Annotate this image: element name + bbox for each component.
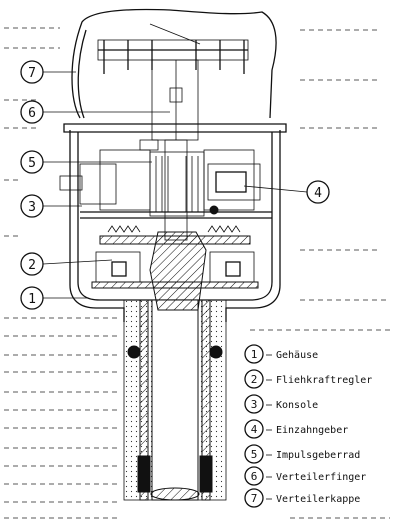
legend-label: Einzahngeber bbox=[276, 425, 348, 436]
callout-number: 1 bbox=[28, 292, 36, 307]
legend-label: Impulsgeberrad bbox=[276, 450, 360, 461]
legend-label: Konsole bbox=[276, 400, 318, 411]
callout-2: 2 bbox=[20, 252, 113, 276]
single-tooth-sensor bbox=[207, 163, 261, 215]
distributor-finger bbox=[151, 59, 199, 141]
legend-label: Gehäuse bbox=[276, 350, 318, 361]
legend-label: Fliehkraftregler bbox=[276, 375, 372, 386]
legend-item: 3 Konsole bbox=[244, 394, 318, 414]
distributor-cap bbox=[71, 8, 277, 119]
legend-label: Verteilerkappe bbox=[276, 494, 360, 505]
callout-3: 3 bbox=[20, 194, 82, 218]
callout-5: 5 bbox=[20, 150, 152, 174]
callout-number: 7 bbox=[28, 66, 36, 81]
legend-number: 1 bbox=[251, 348, 258, 361]
callout-number: 6 bbox=[28, 106, 36, 121]
legend: 1 Gehäuse 2 Fliehkraftregler 3 Konsole 4… bbox=[244, 344, 372, 508]
pulse-generator-wheel bbox=[99, 139, 255, 217]
legend-number: 7 bbox=[251, 492, 258, 505]
housing bbox=[63, 123, 287, 501]
legend-number: 2 bbox=[251, 373, 258, 386]
callout-number: 4 bbox=[314, 186, 322, 201]
legend-item: 5 Impulsgeberrad bbox=[244, 444, 360, 464]
legend-item: 7 Verteilerkappe bbox=[244, 488, 360, 508]
console bbox=[59, 163, 272, 219]
callout-7: 7 bbox=[20, 60, 76, 84]
legend-number: 3 bbox=[251, 398, 258, 411]
legend-number: 6 bbox=[251, 470, 258, 483]
legend-number: 5 bbox=[251, 448, 258, 461]
legend-item: 4 Einzahngeber bbox=[244, 419, 348, 439]
legend-item: 2 Fliehkraftregler bbox=[244, 369, 372, 389]
callout-number: 5 bbox=[28, 156, 36, 171]
callout-1: 1 bbox=[20, 286, 88, 310]
legend-number: 4 bbox=[251, 423, 258, 436]
callout-number: 2 bbox=[28, 258, 36, 273]
callout-4: 4 bbox=[243, 180, 330, 204]
dashed-guide-lines bbox=[4, 27, 390, 519]
callout-6: 6 bbox=[20, 100, 170, 124]
legend-item: 1 Gehäuse bbox=[244, 344, 318, 364]
centrifugal-governor bbox=[91, 225, 259, 289]
callout-number: 3 bbox=[28, 200, 36, 215]
legend-item: 6 Verteilerfinger bbox=[244, 466, 366, 486]
legend-label: Verteilerfinger bbox=[276, 472, 366, 483]
main-shaft bbox=[149, 139, 207, 311]
